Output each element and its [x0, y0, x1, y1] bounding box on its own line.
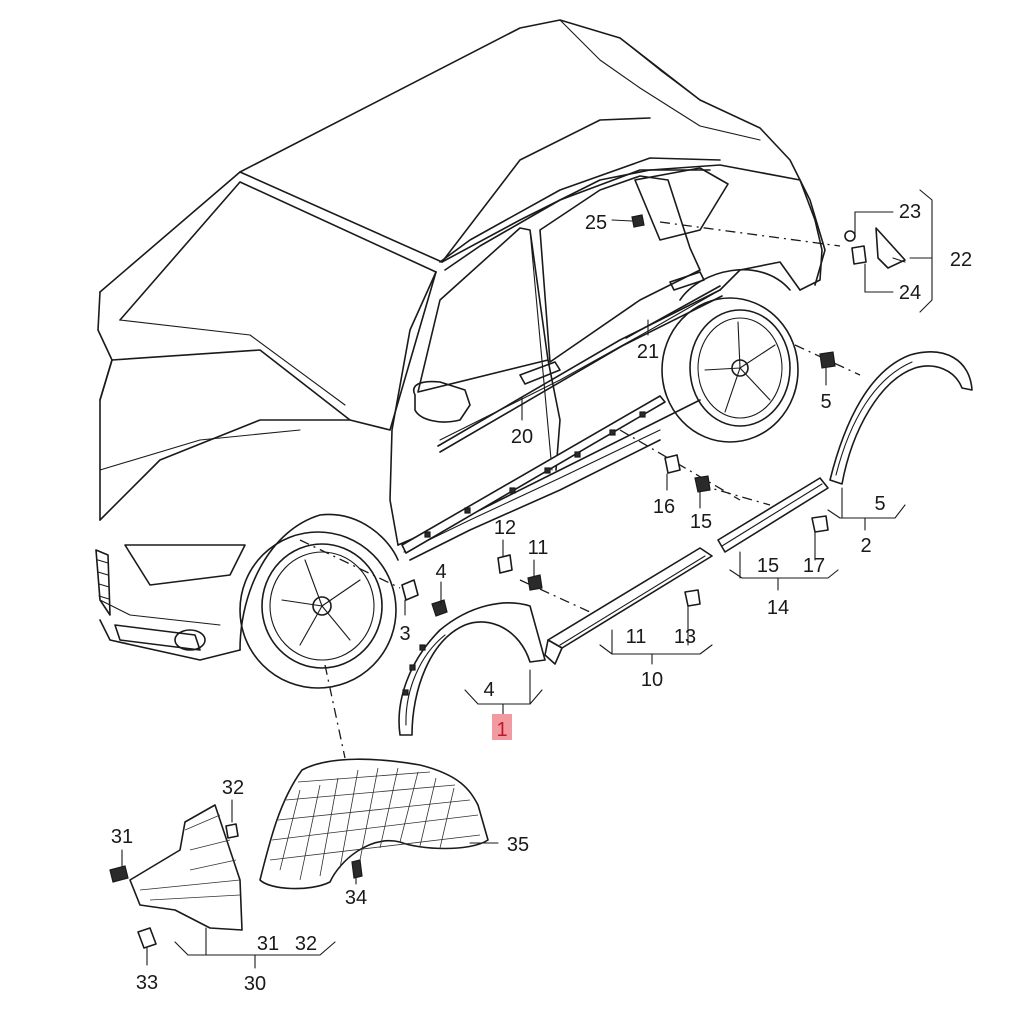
rear-wheel	[661, 268, 799, 443]
callout-14[interactable]: 14	[767, 597, 789, 619]
front-arch-trim	[398, 602, 546, 736]
callout-15[interactable]: 15	[690, 511, 712, 533]
callout-labels: 1 4 3 4 12 11 11 13 10 16 15 15 17 14 5 …	[111, 201, 972, 995]
callout-4-front-arch[interactable]: 4	[483, 679, 494, 701]
callout-32-shield[interactable]: 32	[295, 933, 317, 955]
callout-32[interactable]: 32	[222, 777, 244, 799]
front-wheel	[239, 531, 397, 689]
callout-31[interactable]: 31	[111, 826, 133, 848]
callout-25[interactable]: 25	[585, 212, 607, 234]
callout-4[interactable]: 4	[435, 561, 446, 583]
rear-arch-trim	[829, 351, 973, 485]
callout-11[interactable]: 11	[528, 537, 549, 559]
callout-17[interactable]: 17	[803, 555, 825, 577]
callout-24[interactable]: 24	[899, 282, 921, 304]
callout-33[interactable]: 33	[136, 972, 158, 994]
callout-1[interactable]: 1	[496, 719, 507, 741]
callout-10[interactable]: 10	[641, 669, 663, 691]
callout-2[interactable]: 2	[860, 535, 871, 557]
callout-15-skirt[interactable]: 15	[757, 555, 779, 577]
callout-34[interactable]: 34	[345, 887, 367, 909]
callout-20[interactable]: 20	[511, 426, 533, 448]
callout-11-skirt[interactable]: 11	[626, 626, 647, 648]
callout-22[interactable]: 22	[950, 249, 972, 271]
callout-5[interactable]: 5	[820, 391, 831, 413]
highlight-box	[492, 714, 512, 740]
callout-12[interactable]: 12	[494, 517, 516, 539]
splash-shield	[109, 804, 363, 949]
callout-3[interactable]: 3	[399, 623, 410, 645]
callout-21[interactable]: 21	[637, 341, 659, 363]
car-body	[95, 19, 826, 661]
leader-lines	[299, 221, 861, 759]
callout-23[interactable]: 23	[899, 201, 921, 223]
fasteners	[401, 214, 906, 617]
wheel-housing-liner	[259, 758, 489, 890]
callout-leaders	[121, 189, 933, 969]
callout-5-rear-arch[interactable]: 5	[874, 493, 885, 515]
callout-13[interactable]: 13	[674, 626, 696, 648]
side-skirt-front	[544, 547, 713, 665]
callout-35[interactable]: 35	[507, 834, 529, 856]
callout-31-shield[interactable]: 31	[257, 933, 279, 955]
callout-16[interactable]: 16	[653, 496, 675, 518]
sill-trim	[401, 395, 666, 554]
side-skirt-rear	[717, 477, 829, 553]
callout-30[interactable]: 30	[244, 973, 266, 995]
